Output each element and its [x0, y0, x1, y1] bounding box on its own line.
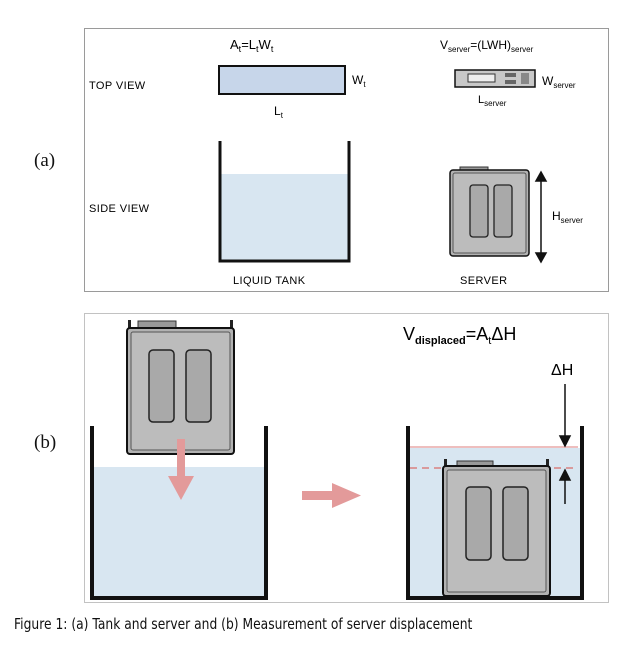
server-side-view: [449, 166, 530, 257]
displaced-volume-formula: Vdisplaced=AtΔH: [403, 324, 516, 347]
tank-length-label: Lt: [274, 104, 284, 120]
panel-b-marker: (b): [34, 432, 57, 453]
tank-width-label: Wt: [352, 73, 366, 89]
panel-a: At=LtWt Vserver=(LWH)server TOP VIEW SID…: [84, 28, 609, 292]
left-tank: [90, 426, 268, 600]
tank-caption: LIQUID TANK: [233, 275, 306, 287]
tank-top-view: [218, 65, 346, 95]
server-length-label: Lserver: [478, 94, 507, 108]
server-before-immersion: [126, 320, 235, 455]
height-arrow: [534, 170, 548, 264]
right-tank: [406, 426, 584, 600]
server-width-label: Wserver: [542, 74, 576, 90]
server-immersed: [442, 459, 551, 597]
panel-a-diagram: At=LtWt Vserver=(LWH)server TOP VIEW SID…: [89, 37, 583, 287]
server-caption: SERVER: [460, 275, 507, 287]
figure-caption: Figure 1: (a) Tank and server and (b) Me…: [14, 615, 473, 633]
server-volume-formula: Vserver=(LWH)server: [440, 38, 534, 54]
transition-arrow: [302, 483, 361, 508]
panel-a-marker: (a): [34, 150, 56, 171]
server-top-view: [454, 69, 536, 88]
tank-side-view: [218, 141, 351, 263]
side-view-label: SIDE VIEW: [89, 203, 150, 215]
delta-h-arrows: [558, 384, 572, 504]
tank-liquid: [221, 174, 348, 261]
tank-area-formula: At=LtWt: [230, 37, 274, 54]
server-height-label: Hserver: [552, 209, 583, 225]
delta-h-label: ΔH: [551, 362, 573, 379]
panel-b: Vdisplaced=AtΔH: [84, 313, 609, 603]
down-arrow: [168, 439, 194, 500]
panel-b-diagram: Vdisplaced=AtΔH: [90, 320, 584, 600]
top-view-label: TOP VIEW: [89, 80, 146, 92]
